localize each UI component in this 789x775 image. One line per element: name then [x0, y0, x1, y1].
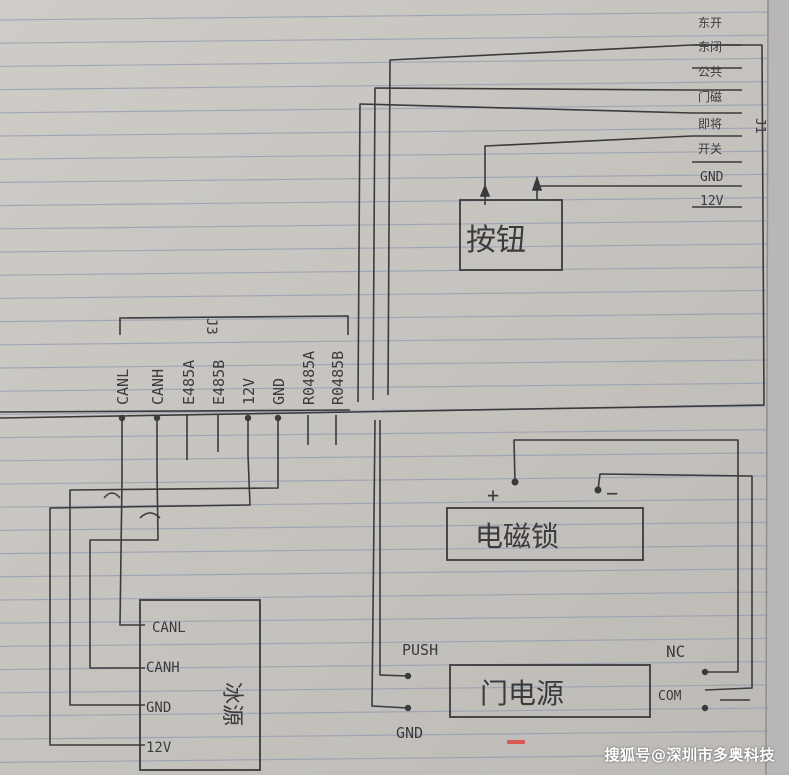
module-side-text: 冰源: [219, 682, 244, 726]
module-box: CANL CANH GND 12V 冰源: [139, 599, 261, 771]
ruled-line: [0, 150, 769, 160]
j3-ref-label: J3: [203, 318, 219, 335]
pin-label: 公共: [698, 65, 722, 79]
maglock-minus-label: −: [606, 481, 618, 505]
maglock-box-label: 电磁锁: [475, 520, 559, 553]
ruled-line: [0, 545, 769, 555]
module-wires: [49, 454, 279, 746]
pin-label: 东开: [698, 16, 722, 30]
ruled-line: [0, 127, 769, 137]
ruled-lines: [0, 11, 769, 763]
ruled-line: [0, 336, 769, 346]
ruled-line: [0, 452, 769, 462]
j3-connector: [119, 315, 349, 480]
module-pin-label: CANL: [152, 620, 186, 636]
ruled-line: [0, 591, 769, 601]
pin-label: 即将: [698, 117, 722, 131]
button-arrows: [479, 175, 543, 197]
pin-label: GND: [700, 170, 724, 185]
ruled-line: [0, 243, 769, 253]
pin-label: 门磁: [698, 89, 722, 104]
page-edge: [768, 0, 789, 775]
door-power-box-label: 门电源: [480, 677, 564, 710]
ruled-line: [0, 614, 769, 624]
ruled-line: [0, 173, 769, 183]
door-power-push-label: PUSH: [402, 641, 438, 659]
watermark: 搜狐号@深圳市多奥科技: [604, 746, 775, 764]
ruled-line: [0, 498, 769, 508]
j3-pin-label: CANL: [114, 369, 132, 405]
ruled-line: [0, 34, 769, 44]
ruled-line: [0, 313, 769, 323]
ruled-line: [0, 707, 769, 717]
maglock-plus-label: +: [487, 483, 499, 507]
ruled-line: [0, 81, 769, 91]
ruled-line: [0, 753, 769, 763]
j3-pin-label: E485B: [210, 360, 228, 405]
door-power-box: 门电源 PUSH NC COM GND: [396, 641, 709, 742]
module-pin-label: CANH: [146, 660, 180, 676]
ruled-line: [0, 637, 769, 647]
ruled-line: [0, 475, 769, 485]
ruled-line: [0, 197, 769, 207]
ruled-line: [0, 429, 769, 439]
pin-label: 东闭: [698, 40, 722, 54]
door-power-gnd-label: GND: [396, 724, 423, 742]
maglock-box: 电磁锁 + −: [446, 478, 644, 561]
module-pin-label: 12V: [146, 740, 172, 756]
ruled-line: [0, 568, 769, 578]
ruled-line: [0, 521, 769, 531]
ruled-line: [0, 289, 769, 299]
connector-ref-label: J1: [752, 118, 767, 134]
j3-pin-label: 12V: [240, 378, 258, 405]
j3-pin-label: CANH: [149, 369, 167, 405]
j3-pin-label: E485A: [180, 360, 198, 405]
ruled-line: [0, 730, 769, 740]
door-power-nc-label: NC: [666, 642, 685, 661]
door-power-com-label: COM: [658, 689, 682, 704]
j3-pin-label: R0485B: [329, 351, 347, 405]
red-mark: [507, 740, 525, 744]
ruled-line: [0, 104, 769, 114]
ruled-line: [0, 382, 769, 392]
wires: [0, 44, 765, 709]
pin-label: 12V: [700, 194, 724, 209]
ruled-line: [0, 359, 769, 369]
ruled-line: [0, 220, 769, 230]
j3-pin-label: R0485A: [300, 351, 318, 405]
j3-pins: [118, 414, 282, 422]
j3-pin-labels: J3 CANL CANH E485A E485B 12V GND R0485A …: [114, 318, 347, 405]
ruled-line: [0, 57, 769, 67]
j3-pin-label: GND: [270, 378, 288, 405]
ruled-line: [0, 684, 769, 694]
ruled-line: [0, 11, 769, 21]
module-pin-label: GND: [146, 700, 171, 716]
button-box-label: 按钮: [466, 223, 526, 258]
button-box: 按钮: [459, 199, 563, 271]
ruled-line: [0, 266, 769, 276]
pin-label: 开关: [698, 142, 722, 156]
